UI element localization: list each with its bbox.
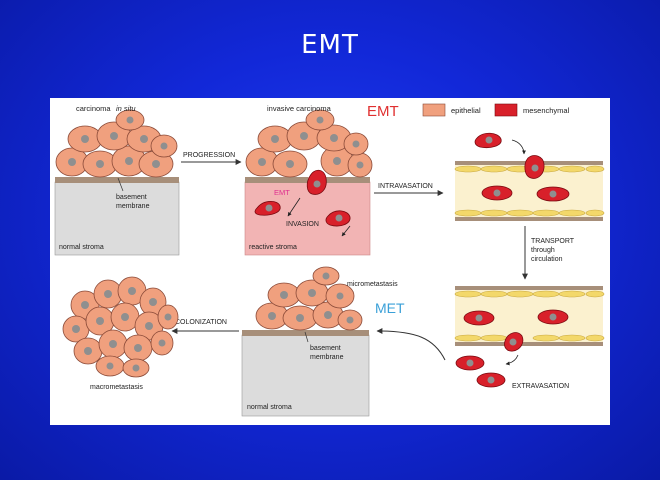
normal-stroma-label-2: normal stroma xyxy=(247,404,292,411)
slide-title: EMT xyxy=(301,30,359,60)
invasion-label: INVASION xyxy=(286,221,319,228)
epithelial-cell-cluster-4 xyxy=(62,276,179,378)
in-situ-label: in situ xyxy=(116,104,136,113)
basement-label-1: basement xyxy=(116,194,147,201)
normal-stroma-label-1: normal stroma xyxy=(59,244,104,251)
legend-epithelial-swatch xyxy=(422,103,446,117)
epithelial-cell-cluster-1 xyxy=(55,109,178,178)
colonization-label: COLONIZATION xyxy=(175,319,227,326)
mesenchymal-cell-outside-1 xyxy=(474,132,502,148)
emt-diagram: carcinoma in situ basement membrane norm… xyxy=(54,103,605,417)
legend-epithelial-label: epithelial xyxy=(451,106,481,115)
macrometastasis-label: macrometastasis xyxy=(90,384,143,391)
membrane-label-1: membrane xyxy=(116,203,150,210)
transport-arrow: TRANSPORT through circulation xyxy=(522,226,575,280)
emt-figure-panel: carcinoma in situ basement membrane norm… xyxy=(50,98,610,425)
basement-label-2: basement xyxy=(310,345,341,352)
reactive-stroma-label: reactive stroma xyxy=(249,244,297,251)
legend-mesenchymal-label: mesenchymal xyxy=(523,106,570,115)
invasive-carcinoma-stage: invasive carcinoma EMT INVASION reactive… xyxy=(244,104,373,256)
epithelial-cell-cluster-3 xyxy=(255,266,363,331)
progression-label: PROGRESSION xyxy=(183,152,235,159)
legend: EMT epithelial mesenchymal xyxy=(367,103,570,120)
met-arrow: MET xyxy=(375,300,446,361)
emt-heading: EMT xyxy=(367,103,399,120)
transport-label-2: through xyxy=(531,247,555,254)
membrane-label-2: membrane xyxy=(310,354,344,361)
carcinoma-in-situ-stage: carcinoma in situ basement membrane norm… xyxy=(54,104,180,256)
intravasation-label: INTRAVASATION xyxy=(378,183,433,190)
invasive-carcinoma-label: invasive carcinoma xyxy=(267,104,332,113)
emt-small-label: EMT xyxy=(274,188,290,197)
micrometastasis-label: micrometastasis xyxy=(347,281,398,288)
macrometastasis-stage: macrometastasis xyxy=(62,276,179,391)
legend-mesenchymal-swatch xyxy=(494,103,518,117)
colonization-arrow: COLONIZATION xyxy=(171,319,239,334)
extravasation-label: EXTRAVASATION xyxy=(512,383,569,390)
blood-vessel-top xyxy=(454,132,605,221)
basement-membrane-1 xyxy=(55,177,179,183)
micrometastasis-stage: micrometastasis basement membrane normal… xyxy=(241,266,398,417)
blood-vessel-bottom: EXTRAVASATION xyxy=(454,286,605,390)
progression-arrow: PROGRESSION xyxy=(181,152,242,165)
transport-label-3: circulation xyxy=(531,256,563,263)
carcinoma-label: carcinoma xyxy=(76,104,111,113)
normal-stroma-block-1 xyxy=(54,181,180,256)
normal-stroma-block-2 xyxy=(241,334,370,417)
basement-membrane-2 xyxy=(245,177,370,183)
transport-label-1: TRANSPORT xyxy=(531,238,575,245)
intravasation-arrow: INTRAVASATION xyxy=(374,183,444,196)
met-label: MET xyxy=(375,300,405,316)
